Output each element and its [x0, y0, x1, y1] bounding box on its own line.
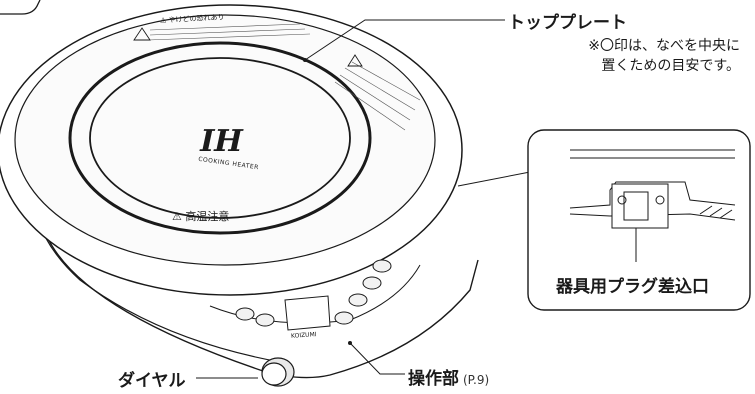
- plug-inlet-closeup: [569, 149, 736, 262]
- control-panel-text: 操作部: [408, 369, 459, 389]
- button-left-2: [255, 313, 275, 327]
- label-top-plate: トッププレート: [508, 13, 627, 33]
- guide-ring-outer: [68, 41, 372, 235]
- warning-triangle-icon: [133, 27, 363, 67]
- section-tab-fragment: [0, 0, 41, 15]
- button-left-1: [235, 307, 255, 321]
- button-right-1: [334, 311, 354, 325]
- note-line2: 置くための目安です。: [601, 58, 740, 74]
- leader-control-panel: [349, 342, 405, 375]
- button-right-4: [372, 259, 392, 273]
- plate-logo: IH: [196, 124, 247, 159]
- dial-knob-face: [261, 362, 287, 386]
- leader-top-plate: [304, 19, 505, 61]
- leader-lines: [196, 19, 531, 379]
- note-line1: ※〇印は、なべを中央に: [588, 38, 740, 54]
- leader-plug-inlet: [457, 171, 531, 187]
- control-buttons: [235, 259, 392, 327]
- display-window: [284, 295, 331, 331]
- warning-text-band: [147, 23, 421, 131]
- control-panel-page-ref: (P.9): [463, 373, 490, 387]
- label-control-panel: 操作部 (P.9): [408, 364, 489, 389]
- guide-ring-inner: [89, 57, 351, 219]
- plate-caution: ⚠ 高温注意: [172, 210, 230, 223]
- button-right-3: [362, 276, 382, 290]
- label-plug-inlet: 器具用プラグ差込口: [556, 277, 709, 297]
- label-dial: ダイヤル: [118, 371, 186, 391]
- button-right-2: [348, 293, 368, 307]
